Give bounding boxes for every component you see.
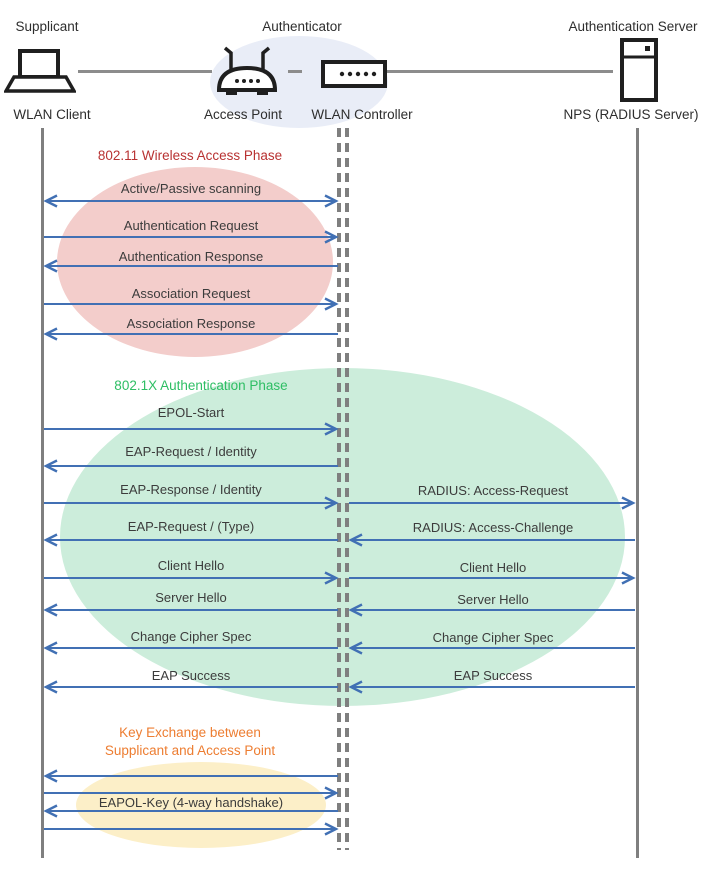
message-label: EAP-Request / Identity xyxy=(125,444,257,459)
message-arrow xyxy=(43,194,339,208)
lifeline-radius-server xyxy=(636,128,639,858)
message-label: Authentication Request xyxy=(123,218,259,233)
phase-title: Key Exchange between Supplicant and Acce… xyxy=(104,725,276,758)
message-label: EAP-Request / (Type) xyxy=(127,519,255,534)
lifeline-authenticator-dash-2 xyxy=(345,128,349,850)
message-label: Change Cipher Spec xyxy=(130,629,252,644)
message-arrow xyxy=(44,422,339,436)
message-arrow xyxy=(43,641,338,655)
message-label: RADIUS: Access-Request xyxy=(417,483,569,498)
role-authenticator: Authenticator xyxy=(262,19,342,34)
message-arrow xyxy=(44,786,339,800)
message-arrow xyxy=(43,769,338,783)
message-label: Association Response xyxy=(126,316,256,331)
message-arrow xyxy=(43,533,338,547)
phase-title: 802.11 Wireless Access Phase xyxy=(97,148,283,163)
message-arrow xyxy=(43,259,338,273)
phase-title: 802.1X Authentication Phase xyxy=(114,378,288,393)
laptop-icon xyxy=(4,49,76,93)
label-access-point: Access Point xyxy=(203,107,283,122)
message-label: Association Request xyxy=(131,286,251,301)
message-label: Server Hello xyxy=(457,592,529,607)
phase2-ellipse xyxy=(60,368,625,706)
label-wlan-client: WLAN Client xyxy=(13,107,91,122)
message-label: EAP Success xyxy=(151,668,231,683)
role-authentication-server: Authentication Server xyxy=(568,19,698,34)
message-label: EAP-Response / Identity xyxy=(120,482,262,497)
wlan-controller-icon xyxy=(321,60,387,88)
connector-client-ap xyxy=(78,70,212,73)
phase1-ellipse xyxy=(57,167,333,357)
lifeline-wlan-client xyxy=(41,128,44,858)
message-arrow xyxy=(43,680,338,694)
server-icon xyxy=(620,38,658,102)
message-arrow xyxy=(44,496,339,510)
message-arrow xyxy=(43,327,338,341)
message-label: EAPOL-Key (4-way handshake) xyxy=(98,795,284,810)
lifeline-authenticator-dash-1 xyxy=(337,128,341,850)
message-label: Client Hello xyxy=(459,560,527,575)
message-label: Change Cipher Spec xyxy=(432,630,554,645)
message-arrow xyxy=(348,680,635,694)
message-arrow xyxy=(349,496,636,510)
message-arrow xyxy=(44,230,339,244)
connector-wlc-server xyxy=(387,70,613,73)
message-label: RADIUS: Access-Challenge xyxy=(412,520,574,535)
message-arrow xyxy=(44,297,339,311)
message-arrow xyxy=(43,459,338,473)
message-arrow xyxy=(44,822,339,836)
message-arrow xyxy=(348,603,635,617)
message-arrow xyxy=(44,571,339,585)
connector-ap-wlc xyxy=(288,70,302,73)
access-point-icon xyxy=(216,46,278,95)
label-radius-server: NPS (RADIUS Server) xyxy=(563,107,699,122)
message-arrow xyxy=(349,571,636,585)
message-label: Server Hello xyxy=(155,590,227,605)
message-arrow xyxy=(348,641,635,655)
message-label: Authentication Response xyxy=(118,249,264,264)
message-label: Client Hello xyxy=(157,558,225,573)
message-arrow xyxy=(43,603,338,617)
message-arrow xyxy=(348,533,635,547)
role-supplicant: Supplicant xyxy=(15,19,79,34)
label-wlan-controller: WLAN Controller xyxy=(311,107,413,122)
message-label: EAP Success xyxy=(453,668,533,683)
message-label: EPOL-Start xyxy=(157,405,225,420)
message-label: Active/Passive scanning xyxy=(120,181,262,196)
message-arrow xyxy=(43,804,338,818)
